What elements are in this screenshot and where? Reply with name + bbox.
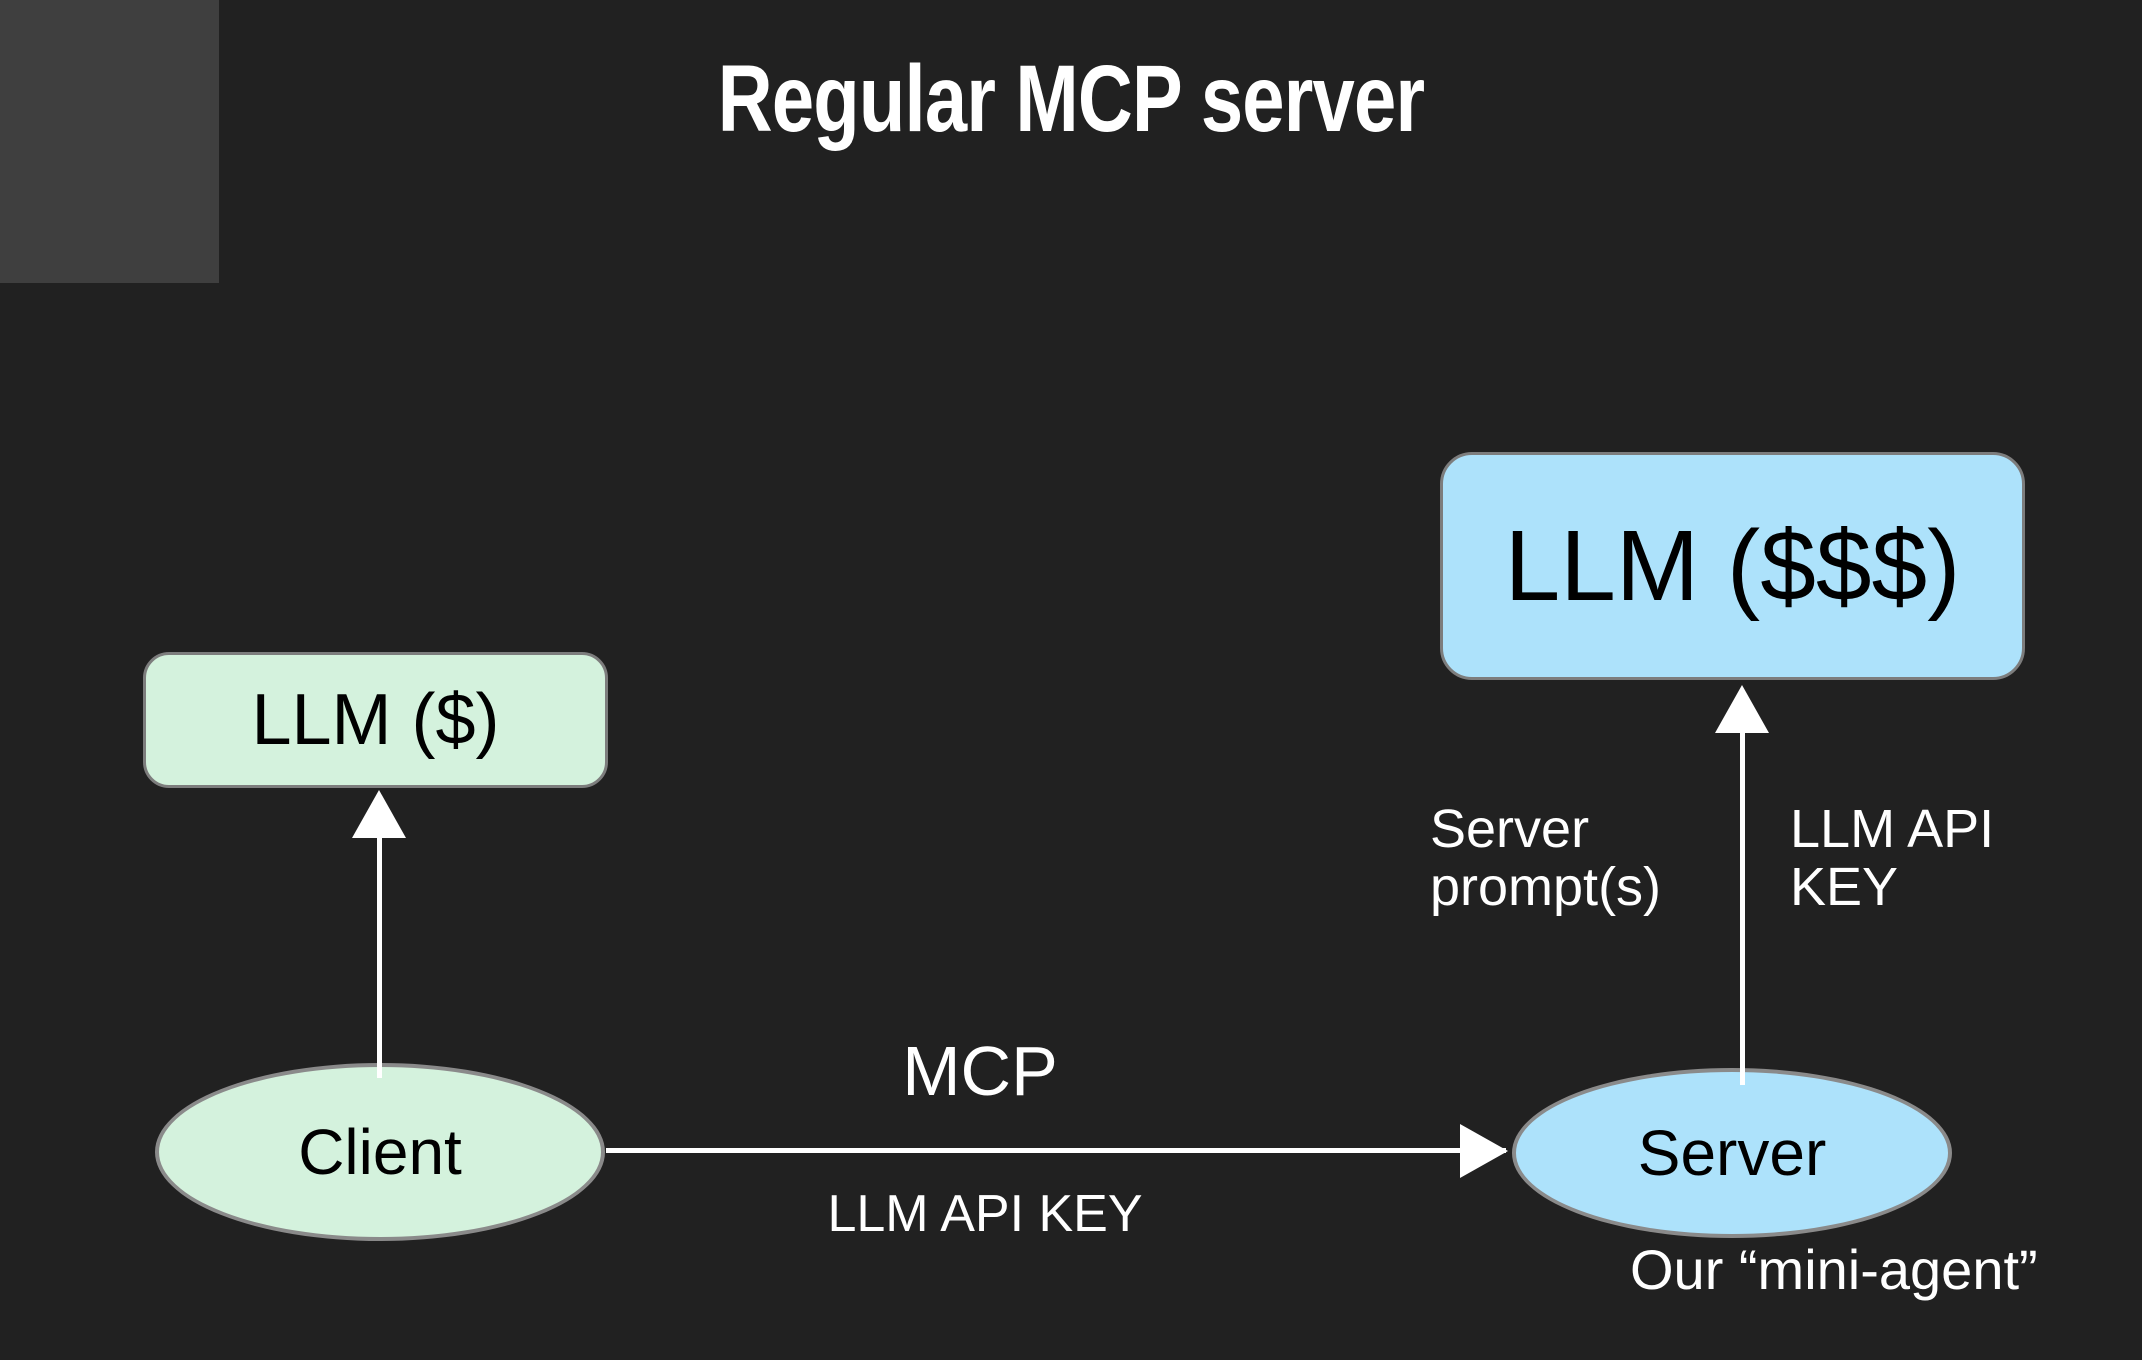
node-llm-expensive[interactable]: LLM ($$$) [1440,452,2025,680]
arrow-server-to-llm-shaft [1740,733,1745,1085]
edge-label-server-llm-api-key: LLM API KEY [1790,799,1995,918]
arrow-client-to-server-shaft [606,1148,1506,1153]
edge-label-mcp: MCP [902,1032,1058,1110]
arrow-client-to-llm-head-icon [352,790,406,838]
node-server[interactable]: Server [1512,1068,1952,1238]
node-llm-cheap[interactable]: LLM ($) [143,652,608,788]
page-title: Regular MCP server [717,46,1425,152]
annotation-server-caption: Our “mini-agent” [1630,1238,2038,1301]
node-client[interactable]: Client [155,1063,605,1241]
edge-label-mcp-llm-api-key: LLM API KEY [827,1185,1143,1243]
arrow-client-to-llm-shaft [377,838,382,1078]
arrow-server-to-llm-head-icon [1715,685,1769,733]
corner-decoration-block [0,0,219,283]
edge-label-server-prompts: Server prompt(s) [1430,799,1662,918]
arrow-client-to-server-head-icon [1460,1124,1508,1178]
